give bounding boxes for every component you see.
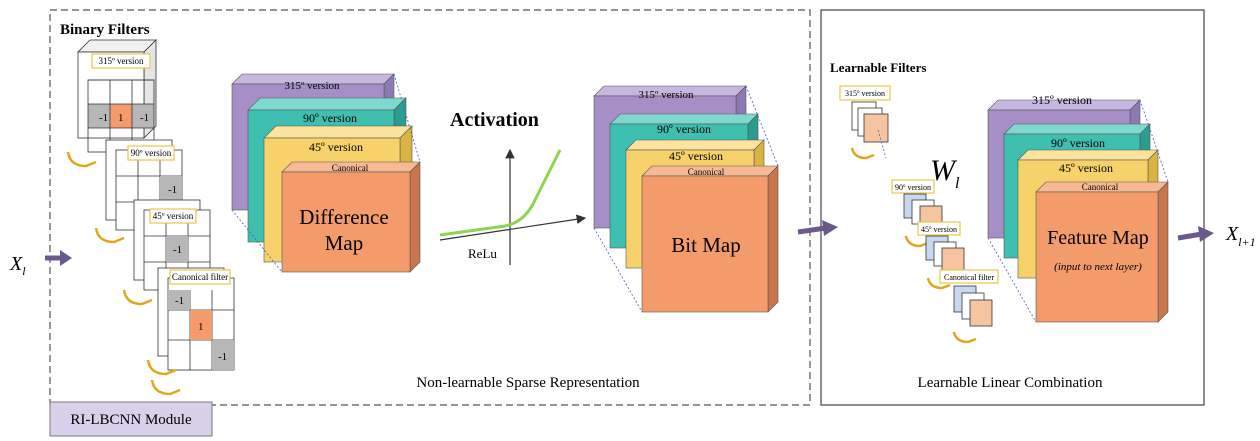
- cell-neg: -1: [99, 112, 108, 124]
- caption-right: Learnable Linear Combination: [918, 375, 1103, 391]
- caption-left: Non-learnable Sparse Representation: [416, 375, 640, 391]
- layer-label: Canonical: [332, 163, 369, 173]
- learnable-filters-title: Learnable Filters: [830, 60, 926, 75]
- layer-label: 45º version: [669, 149, 723, 163]
- output-label: Xl+1: [1225, 223, 1256, 249]
- cell-neg: -1: [218, 351, 227, 363]
- difference-map-line1: Difference: [299, 205, 388, 229]
- filter-version-label: 90º version: [895, 183, 931, 192]
- rotation-arrow-icon: [952, 331, 977, 344]
- filter-version-label: 45º version: [921, 225, 957, 234]
- rotation-arrow-icon: [904, 235, 929, 248]
- learnable-filter-90: 90º version: [891, 179, 943, 248]
- rotation-arrow-icon: [66, 151, 181, 396]
- weight-label: Wl: [930, 154, 960, 192]
- learnable-filter-45: 45º version: [917, 221, 965, 290]
- layer-label: 90º version: [1051, 136, 1105, 150]
- binary-filter-canonical: -1 1 -1 Canonical filter: [157, 267, 235, 371]
- layer-label: 90º version: [303, 111, 357, 125]
- module-badge: RI-LBCNN Module: [49, 401, 213, 437]
- rotation-arrow-icon: [926, 277, 951, 290]
- filter-version-label: Canonical filter: [944, 273, 994, 282]
- binary-filters-title: Binary Filters: [60, 22, 150, 38]
- feature-map-label: Feature Map: [1047, 227, 1149, 249]
- module-badge-label: RI-LBCNN Module: [70, 412, 192, 428]
- learnable-filter-canonical: Canonical filter: [939, 269, 999, 344]
- linear-combination-frame: [820, 9, 1205, 406]
- filter-version-label: 45º version: [153, 211, 194, 221]
- bit-map-stack: 315º version 90º version 45º version Can…: [593, 85, 779, 313]
- feature-map-stack: 315º version 90º version 45º version Can…: [987, 93, 1169, 323]
- filter-version-label: 315º version: [845, 89, 885, 98]
- cell-neg: -1: [173, 244, 182, 256]
- filter-version-label: 90º version: [131, 148, 172, 158]
- cell-neg: -1: [175, 295, 184, 307]
- input-arrow: [45, 250, 72, 266]
- difference-map-stack: 315º version 90º version 45º version Can…: [231, 73, 421, 273]
- rotation-arrow-icon: [850, 147, 875, 160]
- feature-map-note: (input to next layer): [1054, 261, 1142, 273]
- difference-map-line2: Map: [325, 231, 364, 255]
- binary-filter-315: -1 1 -1 315º version: [77, 39, 157, 153]
- filter-version-label: Canonical filter: [172, 272, 228, 282]
- input-label: Xl: [9, 253, 26, 278]
- layer-label: 45º version: [1059, 161, 1113, 175]
- module-arrow: [797, 220, 838, 236]
- layer-label: 315º version: [638, 89, 694, 101]
- sparse-representation-frame: [49, 9, 811, 406]
- layer-label: Canonical: [688, 167, 725, 177]
- layer-label: 90º version: [657, 122, 711, 136]
- cell-neg: -1: [168, 184, 177, 196]
- layer-label: 315º version: [284, 80, 340, 92]
- layer-label: Canonical: [1082, 182, 1119, 192]
- cell-pos: 1: [118, 112, 124, 124]
- layer-label: 45º version: [309, 140, 363, 154]
- activation-title: Activation: [450, 109, 539, 131]
- relu-label: ReLu: [468, 246, 497, 261]
- relu-plot: ReLu: [439, 148, 587, 265]
- cell-neg: -1: [140, 112, 149, 124]
- learnable-filter-315: 315º version: [839, 85, 891, 160]
- filter-version-label: 315º version: [98, 56, 144, 66]
- layer-label: 315º version: [1032, 93, 1092, 107]
- output-arrow: [1177, 226, 1214, 242]
- cell-pos: 1: [198, 321, 204, 333]
- bit-map-label: Bit Map: [671, 233, 740, 257]
